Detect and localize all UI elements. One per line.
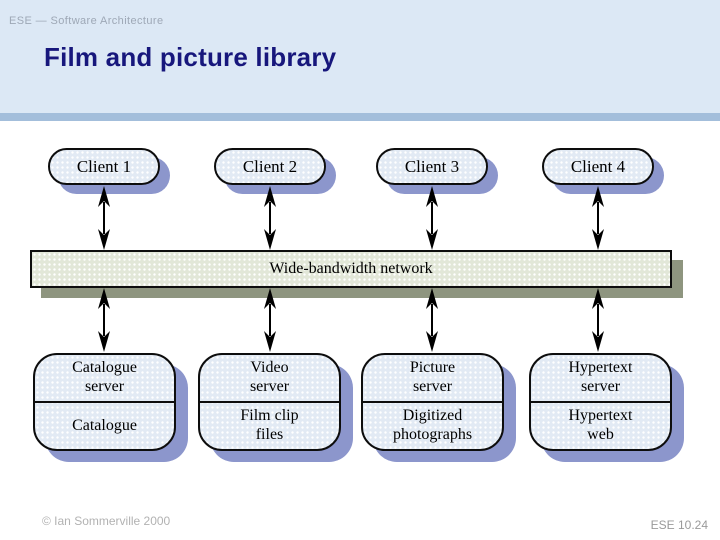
- client-2-label: Client 2: [242, 156, 298, 176]
- slide-number: ESE 10.24: [650, 518, 708, 532]
- server-store: Catalogue: [72, 416, 137, 434]
- double-arrow-icon: [586, 186, 610, 250]
- server-name-compartment: Catalogue server: [35, 355, 174, 403]
- network-label: Wide-bandwidth network: [269, 260, 433, 277]
- slide-header: ESE — Software Architecture Film and pic…: [0, 0, 720, 113]
- client-4-label: Client 4: [570, 156, 626, 176]
- server-name: Video server: [249, 359, 290, 395]
- double-arrow-icon: [420, 288, 444, 352]
- client-1-node: Client 1: [48, 148, 160, 185]
- client-1-label: Client 1: [76, 156, 132, 176]
- server-store: Digitized photographs: [392, 407, 473, 443]
- server-store-compartment: Catalogue: [35, 403, 174, 449]
- double-arrow-icon: [586, 288, 610, 352]
- server-store-compartment: Digitized photographs: [363, 403, 502, 449]
- server-name: Hypertext server: [568, 359, 633, 395]
- client-4-node: Client 4: [542, 148, 654, 185]
- double-arrow-icon: [258, 288, 282, 352]
- video-server-node: Video server Film clip files: [198, 353, 341, 451]
- server-name-compartment: Picture server: [363, 355, 502, 403]
- server-store: Hypertext web: [568, 407, 633, 443]
- catalogue-server-node: Catalogue server Catalogue: [33, 353, 176, 451]
- picture-server-node: Picture server Digitized photographs: [361, 353, 504, 451]
- hypertext-server-node: Hypertext server Hypertext web: [529, 353, 672, 451]
- server-name: Picture server: [409, 359, 456, 395]
- copyright-text: © Ian Sommerville 2000: [42, 514, 171, 528]
- double-arrow-icon: [92, 186, 116, 250]
- client-3-label: Client 3: [404, 156, 460, 176]
- double-arrow-icon: [420, 186, 444, 250]
- server-store-compartment: Film clip files: [200, 403, 339, 449]
- client-3-node: Client 3: [376, 148, 488, 185]
- page-title: Film and picture library: [44, 42, 337, 72]
- double-arrow-icon: [92, 288, 116, 352]
- double-arrow-icon: [258, 186, 282, 250]
- server-name: Catalogue server: [72, 359, 137, 395]
- network-bar: Wide-bandwidth network: [30, 250, 672, 288]
- server-store-compartment: Hypertext web: [531, 403, 670, 449]
- course-label: ESE — Software Architecture: [9, 15, 164, 27]
- header-divider: [0, 113, 720, 121]
- client-2-node: Client 2: [214, 148, 326, 185]
- server-store: Film clip files: [240, 407, 299, 443]
- server-name-compartment: Hypertext server: [531, 355, 670, 403]
- server-name-compartment: Video server: [200, 355, 339, 403]
